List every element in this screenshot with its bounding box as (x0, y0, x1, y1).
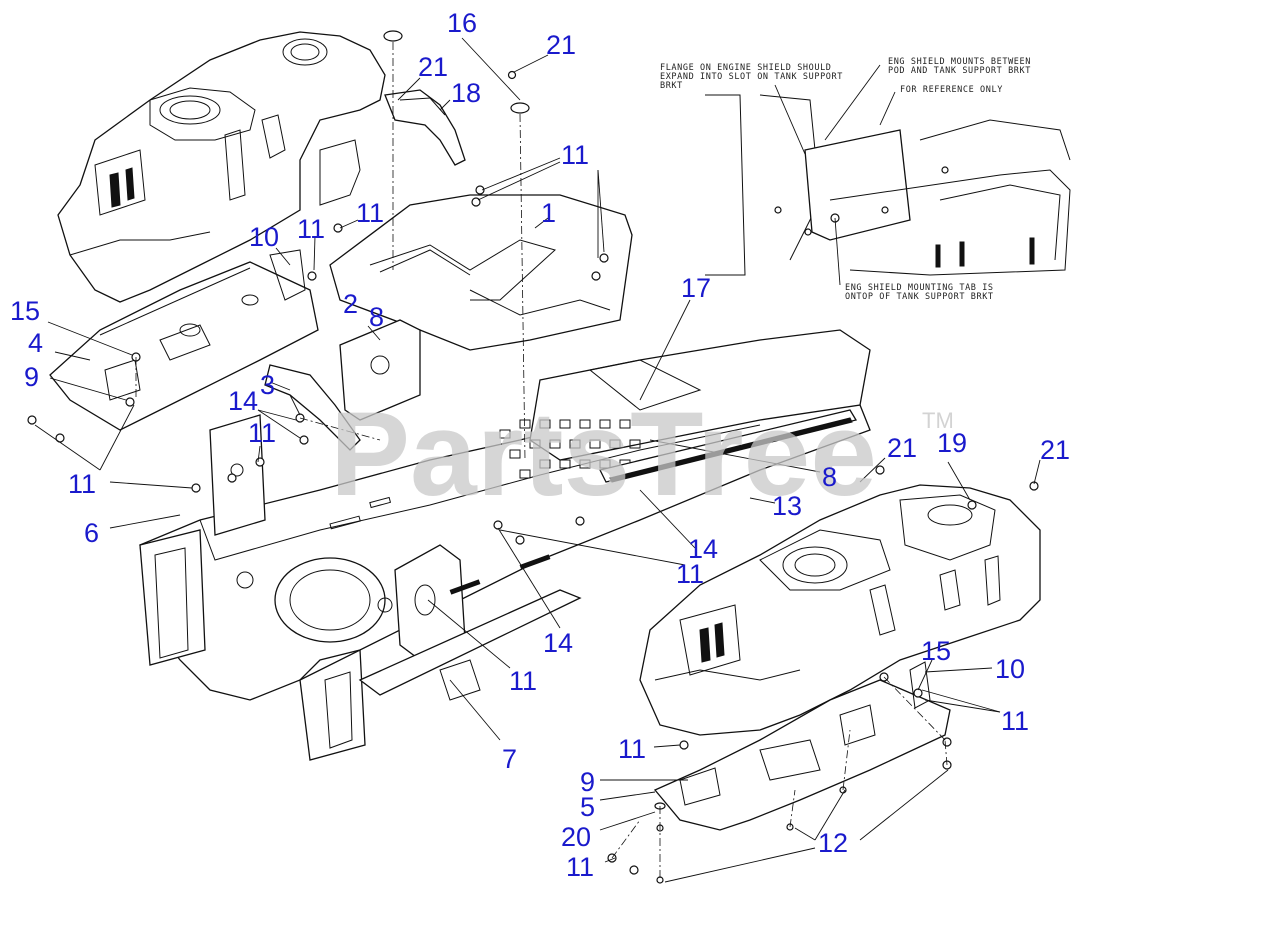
callout-8-top: 8 (369, 302, 384, 332)
left-fuel-tank-pod (57, 31, 386, 303)
main-frame (139, 194, 871, 761)
callout-7: 7 (502, 744, 517, 774)
callout-11-d: 11 (68, 469, 96, 499)
inset-note-line-6: FOR REFERENCE ONLY (900, 85, 1003, 95)
callout-6: 6 (84, 518, 99, 548)
callout-21-top: 21 (546, 30, 576, 60)
callout-11-c: 11 (248, 418, 276, 448)
callout-11-f: 11 (509, 666, 537, 696)
callout-16: 16 (447, 8, 477, 38)
callout-21-left: 21 (418, 52, 448, 82)
callout-9-left: 9 (24, 362, 39, 392)
inset-note-line-7: ENG SHIELD MOUNTING TAB IS (845, 283, 994, 293)
callout-1: 1 (541, 198, 556, 228)
callout-14-left: 14 (228, 386, 258, 416)
callout-11-e: 11 (676, 559, 704, 589)
callout-19: 19 (937, 428, 967, 458)
callout-4: 4 (28, 328, 43, 358)
callout-21-mid: 21 (887, 433, 917, 463)
callout-11-g: 11 (1001, 706, 1029, 736)
left-support-plate (49, 249, 319, 431)
callout-14-low: 14 (543, 628, 573, 658)
callout-10-left: 10 (249, 222, 279, 252)
inset-note-line-2: EXPAND INTO SLOT ON TANK SUPPORT (660, 72, 843, 82)
callout-15-left: 15 (10, 296, 40, 326)
inset-note-line-1: FLANGE ON ENGINE SHIELD SHOULD (660, 63, 832, 73)
callout-9-right: 9 (580, 767, 595, 797)
callout-numbers: 16 21 21 18 11 1 11 11 10 17 15 2 8 4 9 … (10, 8, 1070, 882)
callout-11-a: 11 (356, 198, 384, 228)
right-fuel-tank-pod (639, 484, 1041, 736)
callout-18: 18 (451, 78, 481, 108)
inset-note-line-5: POD AND TANK SUPPORT BRKT (888, 66, 1031, 76)
watermark-text: PartsTree (330, 387, 877, 521)
assembly-centerlines (135, 42, 948, 880)
inset-note-line-8: ONTOP OF TANK SUPPORT BRKT (845, 292, 994, 302)
leader-lines (34, 37, 1041, 883)
callout-2: 2 (343, 289, 358, 319)
inset-note-line-3: BRKT (660, 81, 683, 91)
callout-11-h: 11 (618, 734, 646, 764)
callout-8-mid: 8 (822, 462, 837, 492)
callout-12: 12 (818, 828, 848, 858)
callout-11-top: 11 (561, 140, 589, 170)
callout-21-right: 21 (1040, 435, 1070, 465)
partstree-watermark: PartsTree TM (330, 387, 954, 521)
callout-15-right: 15 (921, 636, 951, 666)
callout-13: 13 (772, 491, 802, 521)
callout-11-i: 11 (566, 852, 594, 882)
inset-note-line-4: ENG SHIELD MOUNTS BETWEEN (888, 57, 1031, 67)
reference-inset: FLANGE ON ENGINE SHIELD SHOULD EXPAND IN… (660, 57, 1071, 302)
right-support-plate (653, 661, 951, 831)
callout-20: 20 (561, 822, 591, 852)
callout-17: 17 (681, 273, 711, 303)
callout-5: 5 (580, 792, 595, 822)
callout-3: 3 (260, 370, 275, 400)
callout-11-b: 11 (297, 214, 325, 244)
watermark-tm: TM (922, 408, 954, 433)
bracket-part-18 (384, 89, 466, 166)
callout-14-mid: 14 (688, 534, 718, 564)
callout-10-right: 10 (995, 654, 1025, 684)
